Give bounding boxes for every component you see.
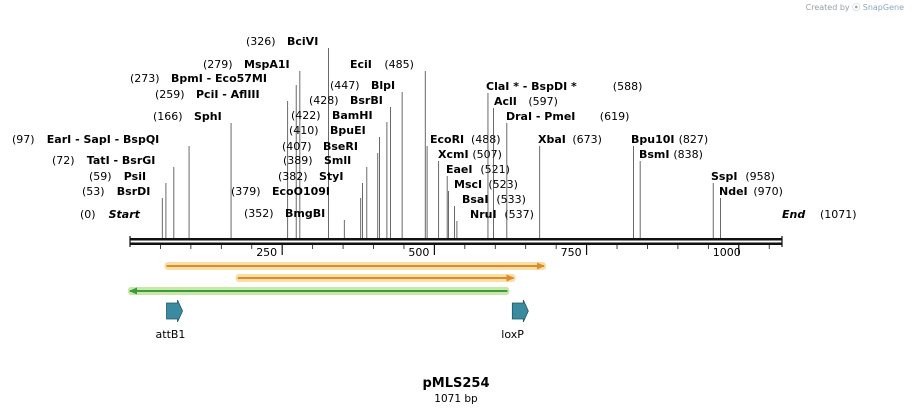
- site-name: AclI: [494, 95, 517, 108]
- site-position: (410): [289, 124, 319, 137]
- site-name: SmlI: [324, 154, 351, 167]
- site-position: (970): [753, 185, 783, 198]
- ruler-label: 250: [256, 246, 277, 259]
- site-position: (523): [488, 178, 518, 191]
- map-title: pMLS254: [422, 376, 490, 391]
- site-name: Bpu10I: [631, 133, 675, 146]
- site-position: (447): [330, 79, 360, 92]
- site-name: Start: [109, 208, 141, 221]
- site-name: BsrDI: [117, 185, 151, 198]
- site-position: (72): [52, 154, 75, 167]
- site-name: PciI - AflIII: [196, 88, 260, 101]
- site-name: BciVI: [287, 35, 318, 48]
- site-name: NruI: [470, 208, 497, 221]
- orf-arrow-head: [536, 262, 545, 270]
- site-name: BlpI: [371, 79, 395, 92]
- site-name: EaeI: [446, 163, 473, 176]
- site-name: BpmI - Eco57MI: [171, 72, 267, 85]
- feature-arrow: [511, 299, 529, 323]
- feature-label: loxP: [501, 328, 524, 341]
- site-name: TatI - BsrGI: [87, 154, 156, 167]
- site-position: (382): [278, 170, 308, 183]
- site-position: (521): [480, 163, 510, 176]
- orf-arrow-head: [506, 274, 515, 282]
- site-name: BsrBI: [350, 94, 383, 107]
- site-name: XcmI: [438, 148, 469, 161]
- credit-brand: SnapGene: [862, 3, 904, 12]
- site-name: ClaI * - BspDI *: [486, 80, 577, 93]
- snapgene-logo-icon: ⦿: [852, 3, 861, 12]
- ruler-label: 500: [408, 246, 429, 259]
- site-name: EcoRI: [430, 133, 464, 146]
- site-position: (407): [282, 140, 312, 153]
- site-position: (838): [673, 148, 703, 161]
- site-name: BamHI: [332, 109, 373, 122]
- site-position: (537): [504, 208, 534, 221]
- orf-arrow-head: [129, 287, 137, 295]
- site-position: (97): [12, 133, 35, 146]
- ruler-label: 1000: [713, 246, 741, 259]
- site-position: (379): [231, 185, 261, 198]
- site-position: (0): [80, 208, 96, 221]
- site-position: (279): [203, 58, 233, 71]
- site-name: BmgBI: [285, 207, 325, 220]
- map-length: 1071 bp: [434, 393, 478, 405]
- site-name: PsiI: [124, 170, 146, 183]
- site-name: BsmI: [639, 148, 670, 161]
- feature-label: attB1: [156, 328, 186, 341]
- site-name: MspA1I: [244, 58, 290, 71]
- site-position: (533): [496, 193, 526, 206]
- site-position: (619): [600, 110, 630, 123]
- site-name: StyI: [319, 170, 343, 183]
- site-position: (507): [472, 148, 502, 161]
- site-position: (59): [89, 170, 112, 183]
- backbone-top-strand: [130, 238, 782, 241]
- site-position: (326): [246, 35, 276, 48]
- ruler-label: 750: [561, 246, 582, 259]
- site-position: (428): [309, 94, 339, 107]
- site-name: XbaI: [538, 133, 566, 146]
- backbone-bottom-strand: [130, 242, 782, 245]
- site-position: (485): [384, 58, 414, 71]
- site-position: (827): [679, 133, 709, 146]
- site-name: NdeI: [719, 185, 748, 198]
- feature-arrow: [166, 299, 183, 323]
- snapgene-credit: Created by ⦿ SnapGene: [806, 2, 904, 13]
- site-position: (273): [130, 72, 160, 85]
- linear-map: (0) Start End (1071) (53) BsrDI (59) PsiI (72) Ta…: [12, 35, 857, 341]
- site-name: BpuEI: [330, 124, 366, 137]
- credit-prefix: Created by: [805, 3, 850, 12]
- site-name: End: [782, 208, 805, 221]
- site-name: BseRI: [323, 140, 358, 153]
- site-position: (673): [572, 133, 602, 146]
- site-position: (422): [291, 109, 321, 122]
- site-position: (597): [528, 95, 558, 108]
- site-name: SphI: [194, 110, 222, 123]
- site-position: (588): [613, 80, 643, 93]
- site-position: (259): [155, 88, 185, 101]
- site-position: (166): [153, 110, 183, 123]
- site-name: EciI: [350, 58, 372, 71]
- site-name: DraI - PmeI: [506, 110, 575, 123]
- site-name: BsaI: [462, 193, 488, 206]
- site-name: EcoO109I: [272, 185, 330, 198]
- site-position: (53): [82, 185, 105, 198]
- site-name: MscI: [454, 178, 482, 191]
- site-position: (1071): [820, 208, 857, 221]
- site-position: (488): [471, 133, 501, 146]
- site-position: (958): [745, 170, 775, 183]
- site-name: SspI: [711, 170, 737, 183]
- site-position: (352): [244, 207, 274, 220]
- site-position: (389): [283, 154, 313, 167]
- site-name: EarI - SapI - BspQI: [47, 133, 159, 146]
